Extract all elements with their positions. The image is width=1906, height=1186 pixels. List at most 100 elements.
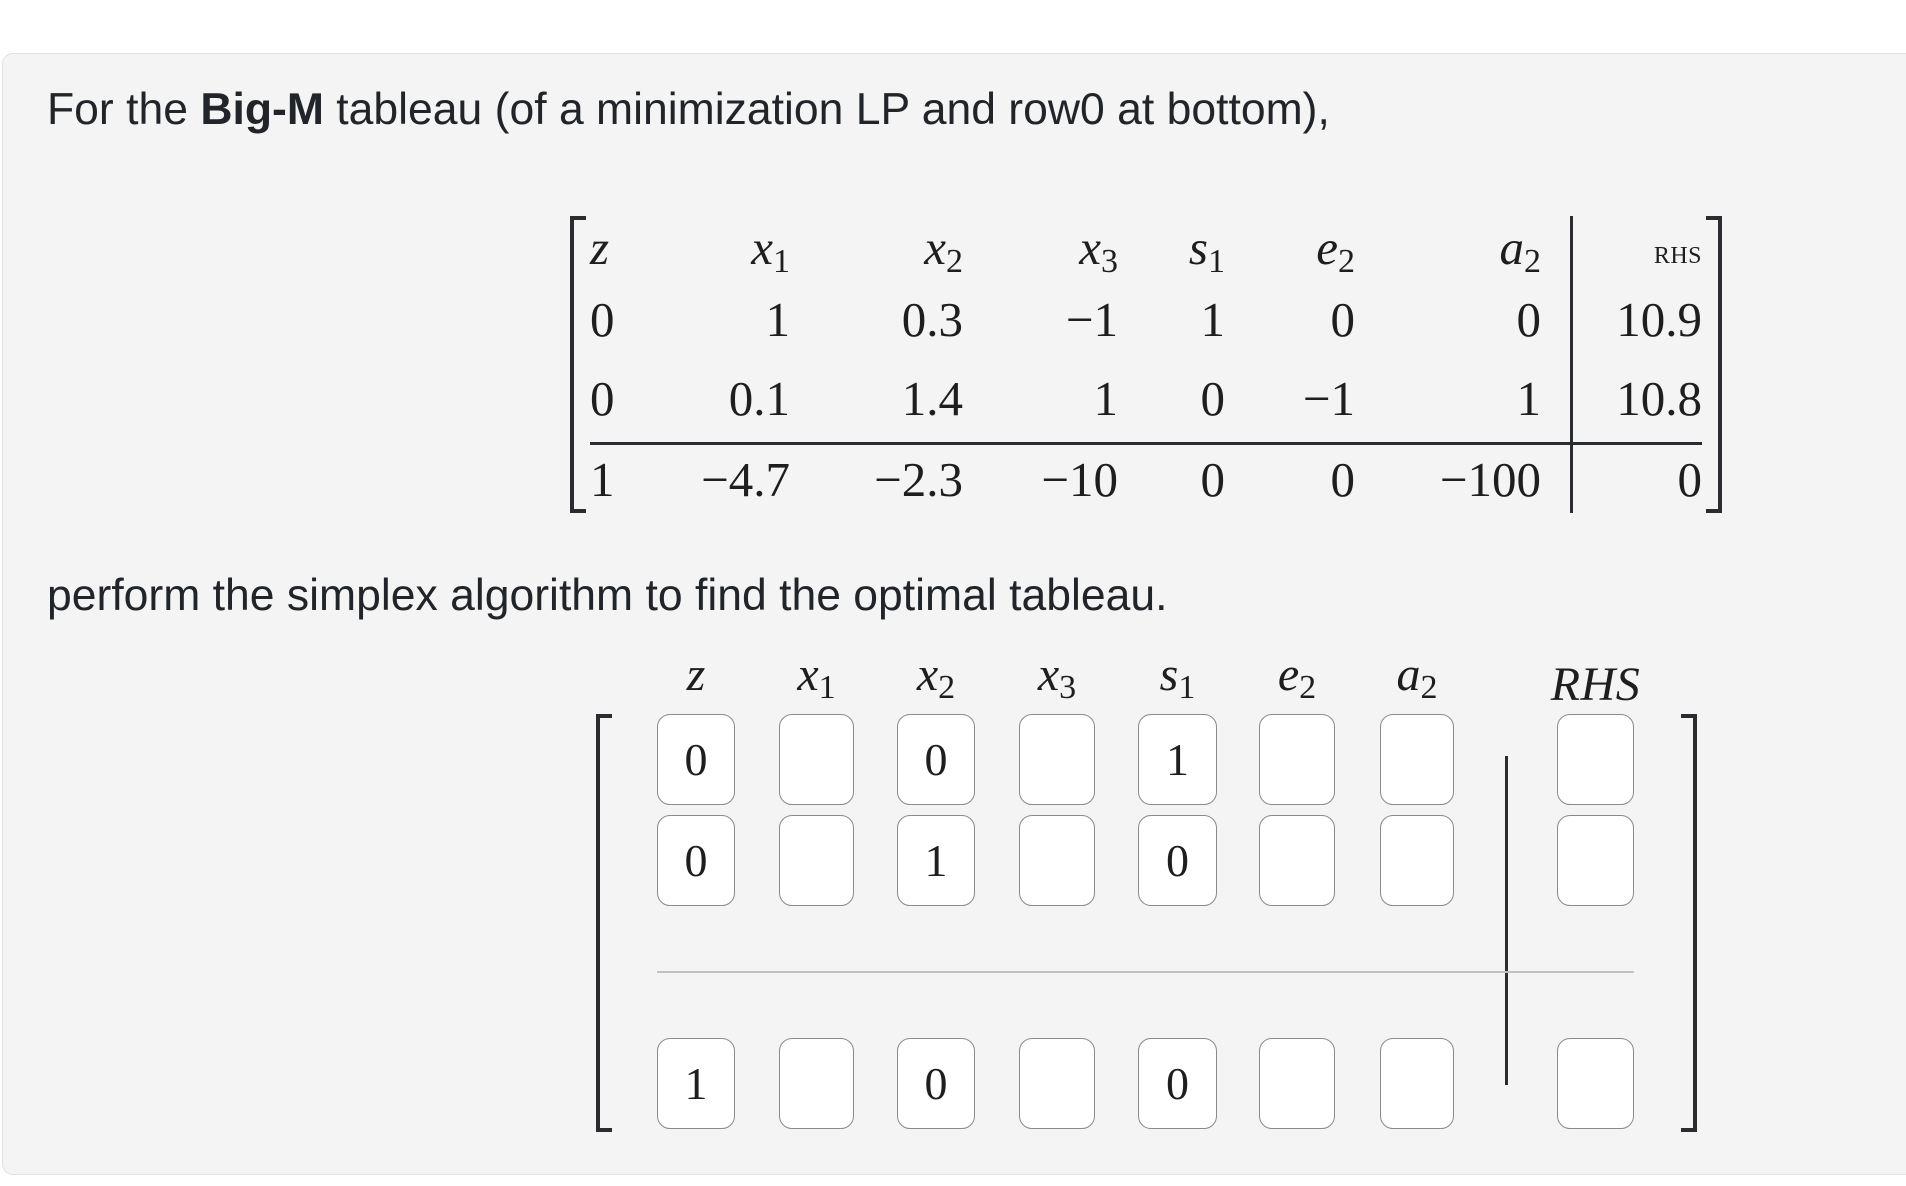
answer-header-x1: x1 [759, 648, 874, 705]
header-variable: z [590, 220, 610, 275]
given-cell-r3-s1: 0 [1200, 452, 1226, 507]
intro-text-rest: tableau (of a minimization LP and row0 a… [323, 85, 1330, 134]
given-cell-r1-x2: 0.3 [901, 292, 963, 347]
answer-input-r3-x1[interactable] [779, 1038, 854, 1129]
given-cell-r2-s1: 0 [1200, 371, 1226, 426]
given-header-a2: a2 [1499, 220, 1542, 279]
given-row0-divider [590, 442, 1702, 445]
given-cell-r1-z: 0 [590, 292, 615, 347]
answer-input-r3-z[interactable]: 1 [657, 1038, 735, 1129]
given-cell-r3-rhs: 0 [1677, 452, 1703, 507]
answer-input-r3-x2[interactable]: 0 [897, 1038, 975, 1129]
given-cell-r2-z: 0 [590, 371, 615, 426]
given-cell-r1-x3: −1 [1065, 292, 1118, 347]
answer-input-r3-e2[interactable] [1259, 1038, 1335, 1129]
answer-input-r2-e2[interactable] [1259, 815, 1335, 906]
answer-header-rhs: RHS [1550, 658, 1641, 711]
given-cell-r2-e2: −1 [1302, 371, 1355, 426]
header-subscript: 2 [1299, 669, 1317, 706]
header-variable: e [1316, 220, 1338, 275]
header-subscript: 2 [1420, 669, 1438, 706]
answer-input-r3-s1[interactable]: 0 [1138, 1038, 1217, 1129]
header-variable: z [686, 648, 706, 701]
answer-input-r2-rhs[interactable] [1557, 815, 1634, 906]
given-cell-r1-x1: 1 [765, 292, 791, 347]
given-cell-r3-x1: −4.7 [701, 452, 790, 507]
header-variable: x [924, 220, 946, 275]
answer-input-r2-x1[interactable] [779, 815, 854, 906]
header-subscript: 3 [1101, 243, 1118, 280]
given-cell-r3-x3: −10 [1041, 452, 1118, 507]
answer-input-r1-x2[interactable]: 0 [897, 714, 975, 805]
given-cell-r3-x2: −2.3 [874, 452, 963, 507]
header-subscript: 2 [1338, 243, 1355, 280]
header-subscript: 3 [1059, 669, 1077, 706]
answer-header-a2: a2 [1360, 648, 1474, 705]
header-subscript: 1 [818, 669, 836, 706]
header-variable: s [1188, 220, 1208, 275]
answer-rhs-divider [1505, 756, 1508, 1085]
given-cell-r2-x1: 0.1 [728, 371, 790, 426]
question-instruction: perform the simplex algorithm to find th… [47, 571, 1168, 620]
answer-input-r1-z[interactable]: 0 [657, 714, 735, 805]
given-cell-r1-rhs: 10.9 [1616, 292, 1702, 347]
answer-input-r1-a2[interactable] [1380, 714, 1454, 805]
header-subscript: 1 [1178, 669, 1196, 706]
header-variable: x [1079, 220, 1101, 275]
given-cell-r3-z: 1 [590, 452, 615, 507]
answer-input-r1-x3[interactable] [1019, 714, 1095, 805]
intro-bold-term: Big-M [200, 85, 324, 134]
given-header-e2: e2 [1316, 220, 1355, 279]
header-variable: x [1037, 648, 1060, 701]
given-cell-r2-x2: 1.4 [901, 371, 963, 426]
answer-header-x2: x2 [877, 648, 995, 705]
answer-input-r2-s1[interactable]: 0 [1138, 815, 1217, 906]
answer-input-r1-e2[interactable] [1259, 714, 1335, 805]
header-subscript: 2 [946, 243, 963, 280]
header-variable: s [1159, 648, 1179, 701]
answer-header-e2: e2 [1239, 648, 1355, 705]
given-header-s1: s1 [1188, 220, 1225, 279]
given-left-bracket [570, 216, 586, 513]
answer-input-r3-a2[interactable] [1380, 1038, 1454, 1129]
given-header-z: z [590, 220, 609, 276]
header-subscript: 2 [938, 669, 956, 706]
answer-input-r1-rhs[interactable] [1557, 714, 1634, 805]
header-subscript: 2 [1524, 243, 1541, 280]
answer-input-r2-a2[interactable] [1380, 815, 1454, 906]
question-intro: For the Big-M tableau (of a minimization… [47, 82, 1330, 138]
answer-input-r1-x1[interactable] [779, 714, 854, 805]
answer-header-s1: s1 [1118, 648, 1237, 705]
question-panel [2, 53, 1906, 1175]
given-cell-r1-e2: 0 [1330, 292, 1356, 347]
answer-input-r2-z[interactable]: 0 [657, 815, 735, 906]
given-right-bracket [1706, 216, 1722, 513]
answer-input-r2-x3[interactable] [1019, 815, 1095, 906]
given-cell-r1-a2: 0 [1516, 292, 1542, 347]
header-variable: x [797, 648, 819, 701]
answer-row0-divider [657, 971, 1634, 973]
answer-input-r3-rhs[interactable] [1557, 1038, 1634, 1129]
given-cell-r1-s1: 1 [1200, 292, 1226, 347]
header-variable: a [1396, 648, 1421, 701]
header-variable: x [751, 220, 773, 275]
given-cell-r3-e2: 0 [1330, 452, 1356, 507]
given-header-x3: x3 [1079, 220, 1118, 279]
header-variable: e [1277, 648, 1300, 701]
intro-text: For the [47, 85, 201, 134]
answer-input-r1-s1[interactable]: 1 [1138, 714, 1217, 805]
header-subscript: 1 [1208, 243, 1225, 280]
given-cell-r3-a2: −100 [1439, 452, 1541, 507]
given-cell-r2-rhs: 10.8 [1616, 371, 1702, 426]
given-cell-r2-x3: 1 [1093, 371, 1119, 426]
given-header-x2: x2 [924, 220, 963, 279]
answer-input-r3-x3[interactable] [1019, 1038, 1095, 1129]
answer-left-bracket [596, 714, 612, 1132]
header-variable: x [916, 648, 939, 701]
given-header-x1: x1 [751, 220, 790, 279]
given-cell-r2-a2: 1 [1516, 371, 1542, 426]
answer-header-z: z [637, 650, 755, 700]
header-variable: a [1499, 220, 1525, 275]
answer-input-r2-x2[interactable]: 1 [897, 815, 975, 906]
answer-right-bracket [1681, 714, 1697, 1132]
